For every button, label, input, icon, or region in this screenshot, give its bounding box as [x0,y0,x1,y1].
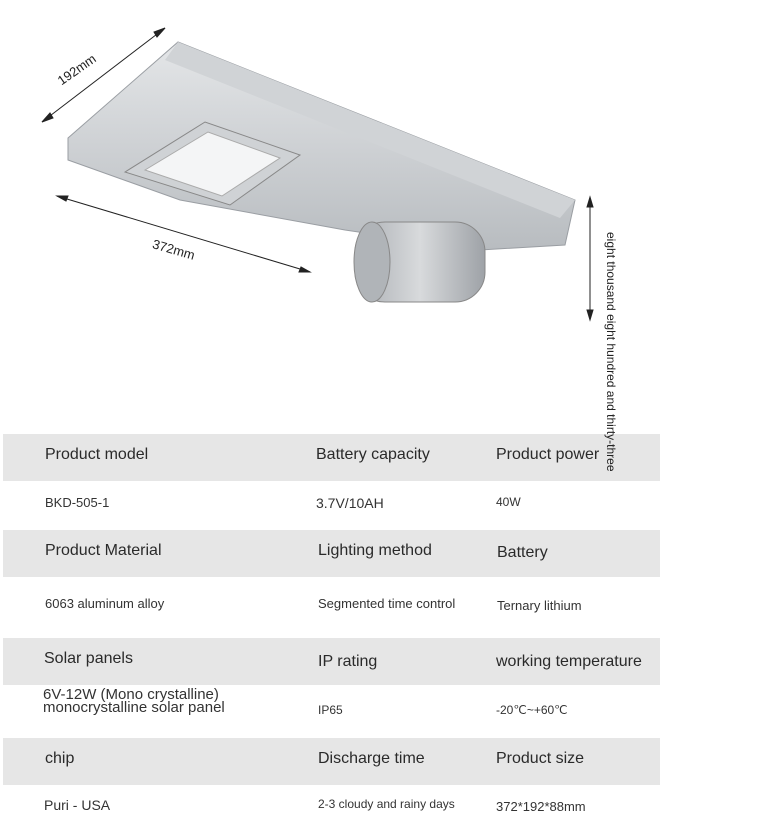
spec-value: 6063 aluminum alloy [45,596,165,611]
spec-value: -20℃~+60℃ [496,703,568,717]
spec-value: Puri - USA [44,797,111,813]
spec-header-row [3,738,660,785]
spec-label: Solar panels [44,650,133,667]
spec-value: Ternary lithium [497,598,582,613]
spec-label: working temperature [496,653,642,670]
spec-value: 372*192*88mm [496,799,586,814]
spec-value: BKD-505-1 [45,495,110,510]
spec-value: IP65 [318,703,343,717]
spec-label: Product power [496,446,600,463]
spec-header-row [3,434,660,481]
spec-label: Battery [497,544,548,561]
height-label: eight thousand eight hundred and thirty-… [604,232,618,472]
spec-header-row [3,530,660,577]
spec-value: 40W [496,495,521,509]
spec-label: Discharge time [318,750,425,767]
dimension-arrows [41,27,594,322]
spec-label: Product size [496,750,585,767]
spec-header-row [3,638,660,685]
lamp-housing [67,41,576,251]
spec-label: Lighting method [318,542,432,559]
spec-value: 6V-12W (Mono crystalline) monocrystallin… [43,686,225,716]
product-image [41,27,594,322]
spec-value: Segmented time control [318,596,456,611]
spec-value: 2-3 cloudy and rainy days [318,797,455,811]
spec-label: chip [45,750,75,767]
spec-label: IP rating [318,653,378,670]
spec-label: Battery capacity [316,446,430,463]
spec-label: Product model [45,446,149,463]
spec-value: 3.7V/10AH [316,495,384,511]
spec-label: Product Material [45,542,162,559]
